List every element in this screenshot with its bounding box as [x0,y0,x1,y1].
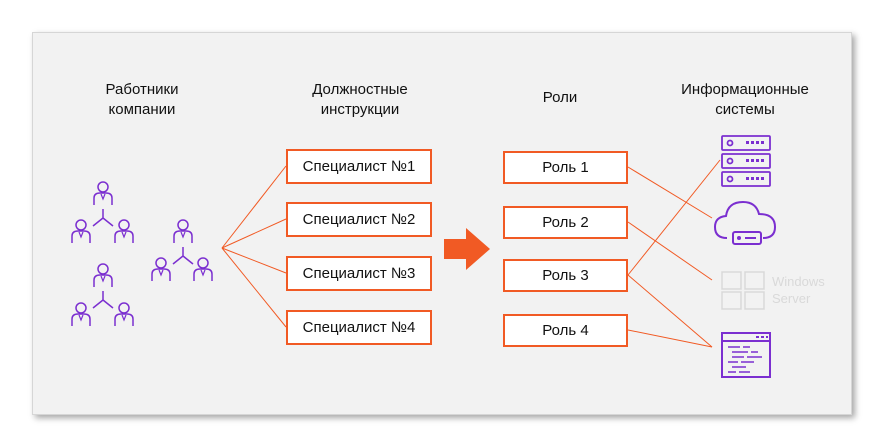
specialist-label-2: Специалист №2 [302,211,416,228]
header-roles-line: Роли [542,89,578,106]
role-label-1: Роль 1 [542,159,589,176]
fan-line-2 [221,218,287,249]
role-box-2: Роль 2 [503,206,628,239]
header-instructions-line1: Должностные [312,81,408,98]
role-box-1: Роль 1 [503,151,628,184]
cloud-server-icon [713,200,777,245]
fan-line-4 [221,247,287,328]
role-label-4: Роль 4 [542,322,589,339]
people-group-1 [71,181,134,244]
specialist-box-1: Специалист №1 [286,149,432,184]
header-employees: Работники компании [92,80,192,120]
role-box-4: Роль 4 [503,314,628,347]
role1-to-cloud [627,166,713,219]
header-systems: Информационные системы [670,80,820,120]
specialist-box-2: Специалист №2 [286,202,432,237]
specialist-label-3: Специалист №3 [302,265,416,282]
windows-label-line1: Windows [772,274,825,289]
windows-server-label: Windows Server [772,273,825,307]
people-group-3 [71,263,134,327]
role-label-3: Роль 3 [542,267,589,284]
specialist-label-4: Специалист №4 [302,319,416,336]
code-window-icon [721,332,771,378]
role-box-3: Роль 3 [503,259,628,292]
specialist-label-1: Специалист №1 [302,158,416,175]
fan-line-3 [221,247,287,274]
specialist-box-4: Специалист №4 [286,310,432,345]
server-rack-icon [721,135,771,187]
people-group-2 [151,219,213,282]
fan-line-1 [221,165,287,249]
header-employees-line2: компании [108,101,176,118]
windows-label-line2: Server [772,291,811,306]
person-hierarchy-icon [71,181,213,327]
windows-server-icon [721,271,765,310]
role3-to-server [627,159,721,276]
role4-to-code [627,329,713,348]
role3-to-code [627,274,713,348]
header-instructions-line2: инструкции [320,101,400,118]
header-employees-line1: Работники [105,81,179,98]
role2-to-windows [627,221,713,281]
specialist-box-3: Специалист №3 [286,256,432,291]
header-systems-line2: системы [715,101,775,118]
header-instructions: Должностные инструкции [298,80,422,120]
header-systems-line1: Информационные [681,81,809,98]
header-roles: Роли [530,88,590,108]
right-arrow-icon [444,228,490,270]
role-label-2: Роль 2 [542,214,589,231]
